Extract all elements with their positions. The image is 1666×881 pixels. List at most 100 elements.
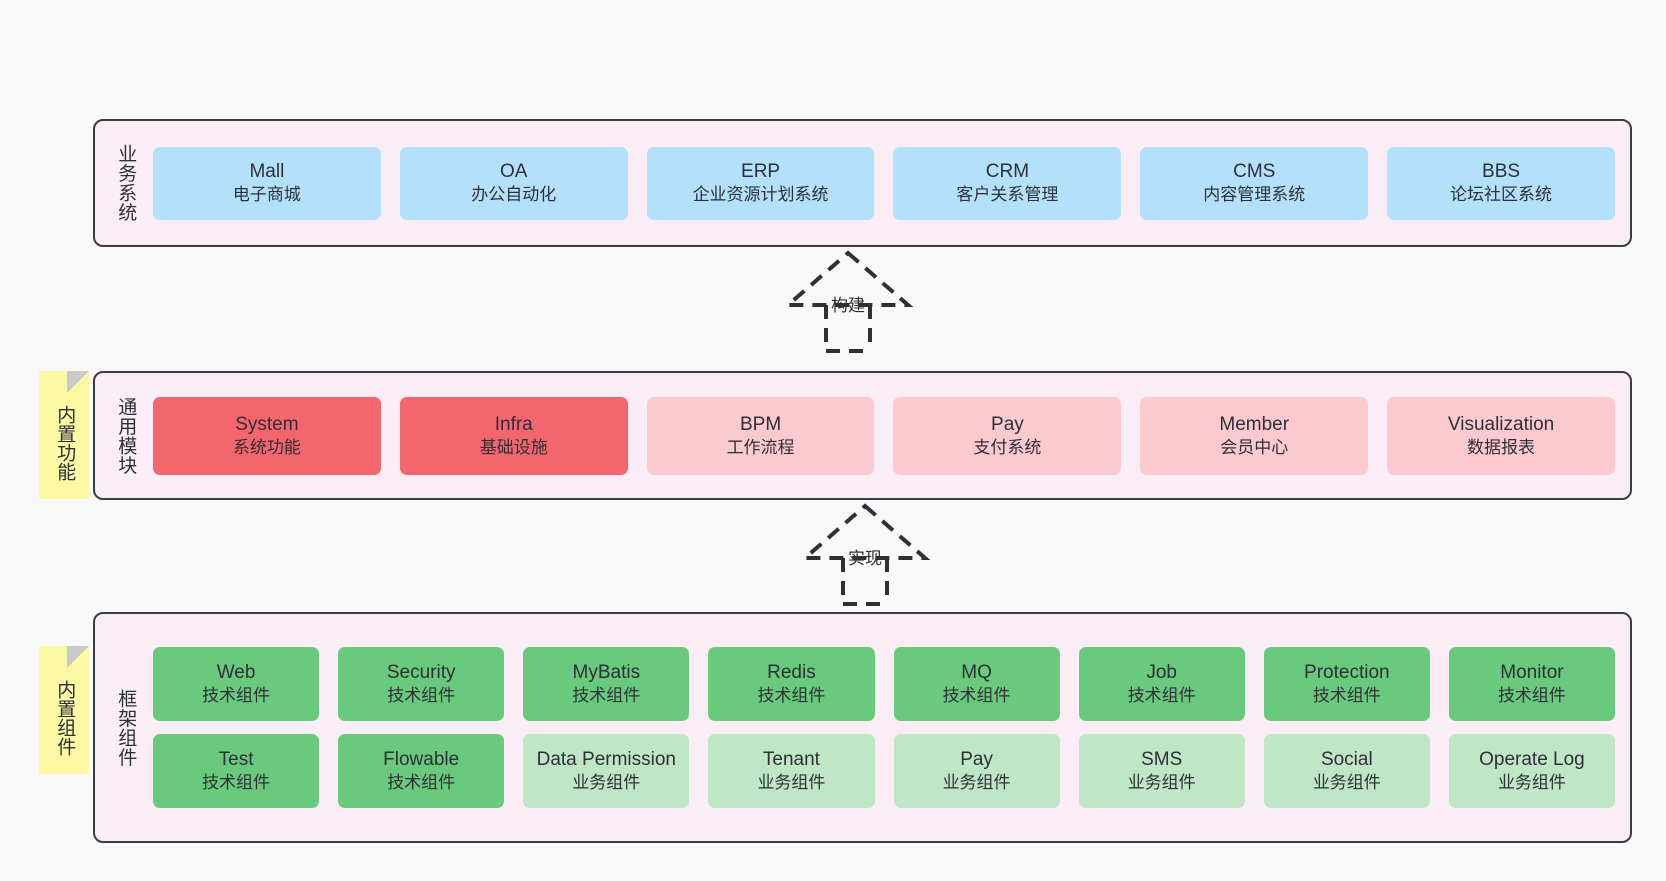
card-subtitle: 办公自动化 (471, 185, 557, 205)
card-title: Protection (1304, 662, 1390, 684)
connector-build-label: 构建 (831, 296, 865, 315)
connector-build-arrow (782, 250, 914, 353)
card-tenant[interactable]: Tenant 业务组件 (708, 734, 875, 808)
layer-title-common-module: 通用模块 (115, 396, 137, 475)
card-subtitle: 会员中心 (1220, 437, 1289, 457)
card-bbs[interactable]: BBS 论坛社区系统 (1387, 146, 1615, 220)
card-subtitle: 业务组件 (942, 773, 1011, 793)
sticky-note-builtin-features: 内置功能 (39, 371, 89, 499)
card-subtitle: 技术组件 (387, 773, 456, 793)
layer-title-framework-component: 框架组件 (115, 688, 137, 767)
card-title: Operate Log (1479, 749, 1585, 771)
card-infra[interactable]: Infra 基础设施 (399, 396, 628, 475)
card-title: Member (1219, 413, 1290, 435)
card-subtitle: 工作流程 (726, 437, 795, 457)
sticky-note-builtin-components: 内置组件 (39, 646, 89, 774)
card-title: OA (500, 161, 528, 183)
card-title: Web (216, 662, 256, 684)
layer-body-business-system: Mall 电子商城 OA 办公自动化 ERP 企业资源计划系统 CRM 客户关系… (145, 121, 1630, 245)
card-title: MQ (961, 662, 992, 684)
card-security[interactable]: Security 技术组件 (338, 647, 505, 721)
connector-implement: 实现 (765, 500, 965, 612)
card-subtitle: 电子商城 (232, 185, 301, 205)
framework-business-row: Test 技术组件 Flowable 技术组件 Data Permission … (153, 734, 1615, 808)
card-title: Pay (960, 749, 993, 771)
layer-common-module: 通用模块 System 系统功能 Infra 基础设施 BPM 工作流程 Pay… (93, 371, 1632, 500)
layer-title-business-system: 业务系统 (115, 144, 137, 222)
card-operate-log[interactable]: Operate Log 业务组件 (1448, 734, 1615, 808)
card-title: Flowable (383, 749, 460, 771)
card-mybatis[interactable]: MyBatis 技术组件 (523, 647, 690, 721)
card-subtitle: 技术组件 (1497, 686, 1566, 706)
layer-framework-component: 框架组件 Web 技术组件 Security 技术组件 MyBatis 技术组件… (93, 612, 1632, 843)
card-subtitle: 业务组件 (757, 773, 826, 793)
card-social[interactable]: Social 业务组件 (1263, 734, 1430, 808)
card-mq[interactable]: MQ 技术组件 (893, 647, 1060, 721)
card-data-permission[interactable]: Data Permission 业务组件 (523, 734, 690, 808)
sticky-note-label: 内置组件 (54, 680, 76, 756)
card-title: Monitor (1500, 662, 1564, 684)
card-title: Mall (249, 161, 285, 183)
card-subtitle: 业务组件 (1497, 773, 1566, 793)
card-subtitle: 基础设施 (479, 437, 548, 457)
card-title: Test (218, 749, 254, 771)
card-subtitle: 技术组件 (572, 686, 641, 706)
card-subtitle: 论坛社区系统 (1450, 185, 1553, 205)
card-subtitle: 业务组件 (572, 773, 641, 793)
card-title: BPM (739, 413, 782, 435)
card-subtitle: 企业资源计划系统 (692, 185, 829, 205)
card-title: SMS (1141, 749, 1183, 771)
card-job[interactable]: Job 技术组件 (1078, 647, 1245, 721)
card-crm[interactable]: CRM 客户关系管理 (893, 146, 1122, 220)
card-title: Job (1146, 662, 1177, 684)
card-mall[interactable]: Mall 电子商城 (153, 146, 381, 220)
card-test[interactable]: Test 技术组件 (153, 734, 320, 808)
card-bpm[interactable]: BPM 工作流程 (646, 396, 875, 475)
card-title: BBS (1482, 161, 1521, 183)
card-subtitle: 支付系统 (973, 437, 1042, 457)
card-subtitle: 数据报表 (1467, 437, 1536, 457)
layer-body-common-module: System 系统功能 Infra 基础设施 BPM 工作流程 Pay 支付系统… (145, 373, 1630, 498)
card-title: CRM (985, 161, 1030, 183)
card-subtitle: 技术组件 (1312, 686, 1381, 706)
card-title: ERP (741, 161, 781, 183)
card-title: CMS (1233, 161, 1276, 183)
card-sms[interactable]: SMS 业务组件 (1078, 734, 1245, 808)
card-title: Pay (991, 413, 1024, 435)
card-erp[interactable]: ERP 企业资源计划系统 (646, 146, 875, 220)
card-subtitle: 客户关系管理 (956, 185, 1059, 205)
card-title: Redis (767, 662, 816, 684)
common-card-row: System 系统功能 Infra 基础设施 BPM 工作流程 Pay 支付系统… (153, 396, 1615, 475)
connector-implement-arrow (799, 503, 931, 606)
card-subtitle: 技术组件 (757, 686, 826, 706)
card-member[interactable]: Member 会员中心 (1140, 396, 1369, 475)
card-cms[interactable]: CMS 内容管理系统 (1140, 146, 1369, 220)
card-pay-component[interactable]: Pay 业务组件 (893, 734, 1060, 808)
card-title: Data Permission (536, 749, 676, 771)
card-subtitle: 系统功能 (232, 437, 301, 457)
connector-implement-label: 实现 (848, 549, 882, 568)
card-subtitle: 业务组件 (1312, 773, 1381, 793)
card-subtitle: 技术组件 (1127, 686, 1196, 706)
card-system[interactable]: System 系统功能 (153, 396, 381, 475)
layer-body-framework-component: Web 技术组件 Security 技术组件 MyBatis 技术组件 Redi… (145, 614, 1630, 841)
card-title: Social (1320, 749, 1373, 771)
business-card-row: Mall 电子商城 OA 办公自动化 ERP 企业资源计划系统 CRM 客户关系… (153, 146, 1615, 220)
layer-business-system: 业务系统 Mall 电子商城 OA 办公自动化 ERP 企业资源计划系统 CRM… (93, 119, 1632, 247)
card-title: Security (386, 662, 456, 684)
sticky-note-label: 内置功能 (54, 405, 76, 481)
card-subtitle: 业务组件 (1127, 773, 1196, 793)
card-pay-module[interactable]: Pay 支付系统 (893, 396, 1122, 475)
card-title: Infra (494, 413, 533, 435)
card-visualization[interactable]: Visualization 数据报表 (1387, 396, 1615, 475)
card-protection[interactable]: Protection 技术组件 (1263, 647, 1430, 721)
card-redis[interactable]: Redis 技术组件 (708, 647, 875, 721)
card-web[interactable]: Web 技术组件 (153, 647, 320, 721)
card-title: MyBatis (572, 662, 641, 684)
card-subtitle: 内容管理系统 (1203, 185, 1306, 205)
card-flowable[interactable]: Flowable 技术组件 (338, 734, 505, 808)
card-title: System (235, 413, 299, 435)
card-monitor[interactable]: Monitor 技术组件 (1448, 647, 1615, 721)
card-oa[interactable]: OA 办公自动化 (399, 146, 628, 220)
